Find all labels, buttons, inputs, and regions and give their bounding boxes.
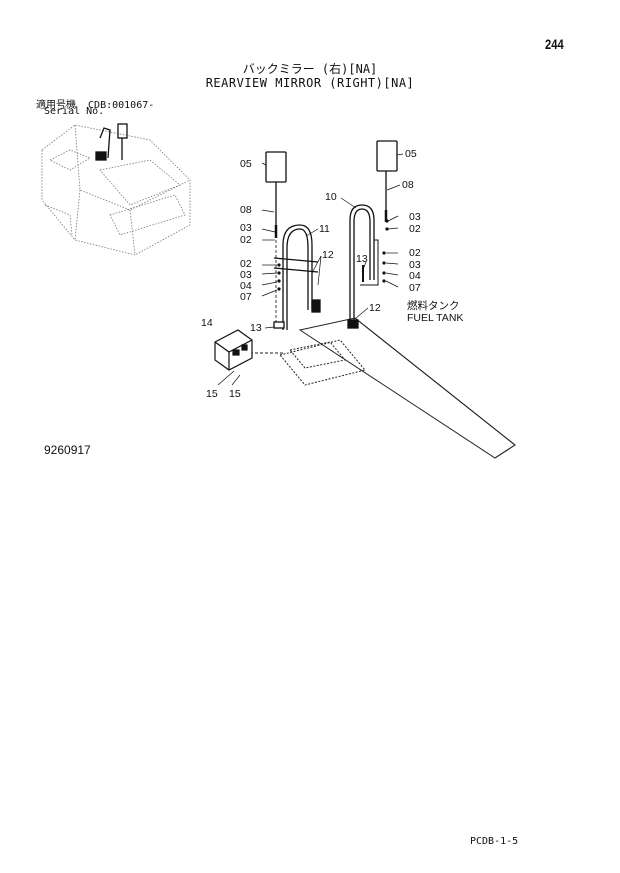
fuel-tank-label: 燃料タンク FUEL TANK (407, 299, 463, 324)
callout-02-left-lower: 02 (240, 258, 252, 270)
callout-13-left: 13 (250, 322, 262, 334)
callout-05-right: 05 (405, 148, 417, 160)
callouts-right: 05 08 10 03 02 02 13 03 04 07 12 (325, 148, 421, 314)
callout-15-b: 15 (229, 388, 241, 400)
title-english: REARVIEW MIRROR (RIGHT)[NA] (205, 76, 415, 90)
leader-lines (217, 153, 404, 386)
machine-thumbnail (41, 124, 191, 256)
page-number: 244 (545, 36, 564, 52)
callout-02-left-upper: 02 (240, 234, 252, 246)
thumbnail-mirror-icon (95, 123, 128, 161)
serial-range: CDB:001067- (88, 100, 155, 111)
callout-04-left: 04 (240, 280, 252, 292)
callout-02-right-upper: 02 (409, 223, 421, 235)
callout-08-left: 08 (240, 204, 252, 216)
callout-07-left: 07 (240, 291, 252, 303)
title-japanese: バックミラー (右)[NA] (242, 62, 378, 76)
left-mirror-head (265, 151, 287, 183)
callout-13-right: 13 (356, 253, 368, 265)
right-mirror-head (376, 140, 398, 172)
callout-12-right: 12 (369, 302, 381, 314)
left-mirror-assembly (265, 151, 321, 330)
callout-03-left-upper: 03 (240, 222, 252, 234)
callout-10: 10 (325, 191, 337, 203)
fuel-tank-en: FUEL TANK (407, 312, 463, 324)
fuel-tank-jp: 燃料タンク (407, 299, 460, 312)
right-mirror-assembly (347, 140, 398, 329)
junction-box (214, 329, 253, 371)
footer-code: PCDB-1-5 (470, 836, 519, 847)
base-rail (250, 317, 516, 459)
callout-11: 11 (319, 223, 330, 235)
fasteners (277, 219, 389, 291)
callout-12-left: 12 (322, 249, 334, 261)
callout-08-right: 08 (402, 179, 414, 191)
callout-03-left-lower: 03 (240, 269, 252, 281)
callout-02-right-lower: 02 (409, 247, 421, 259)
callout-03-right-lower: 03 (409, 259, 421, 271)
callout-15-a: 15 (206, 388, 218, 400)
callout-04-right: 04 (409, 270, 421, 282)
callout-07-right: 07 (409, 282, 421, 294)
callout-14: 14 (201, 317, 213, 329)
serial-label-jp: 適用号機 (36, 100, 76, 111)
drawing-number: 9260917 (44, 443, 91, 457)
callouts-left: 05 08 03 02 11 12 02 03 04 07 13 14 15 1… (201, 158, 334, 400)
callout-05-left: 05 (240, 158, 252, 170)
serial-label-en: Serial No. (44, 106, 105, 117)
callout-03-right-upper: 03 (409, 211, 421, 223)
serial-applicability: 適用号機 CDB:001067- (36, 96, 154, 111)
